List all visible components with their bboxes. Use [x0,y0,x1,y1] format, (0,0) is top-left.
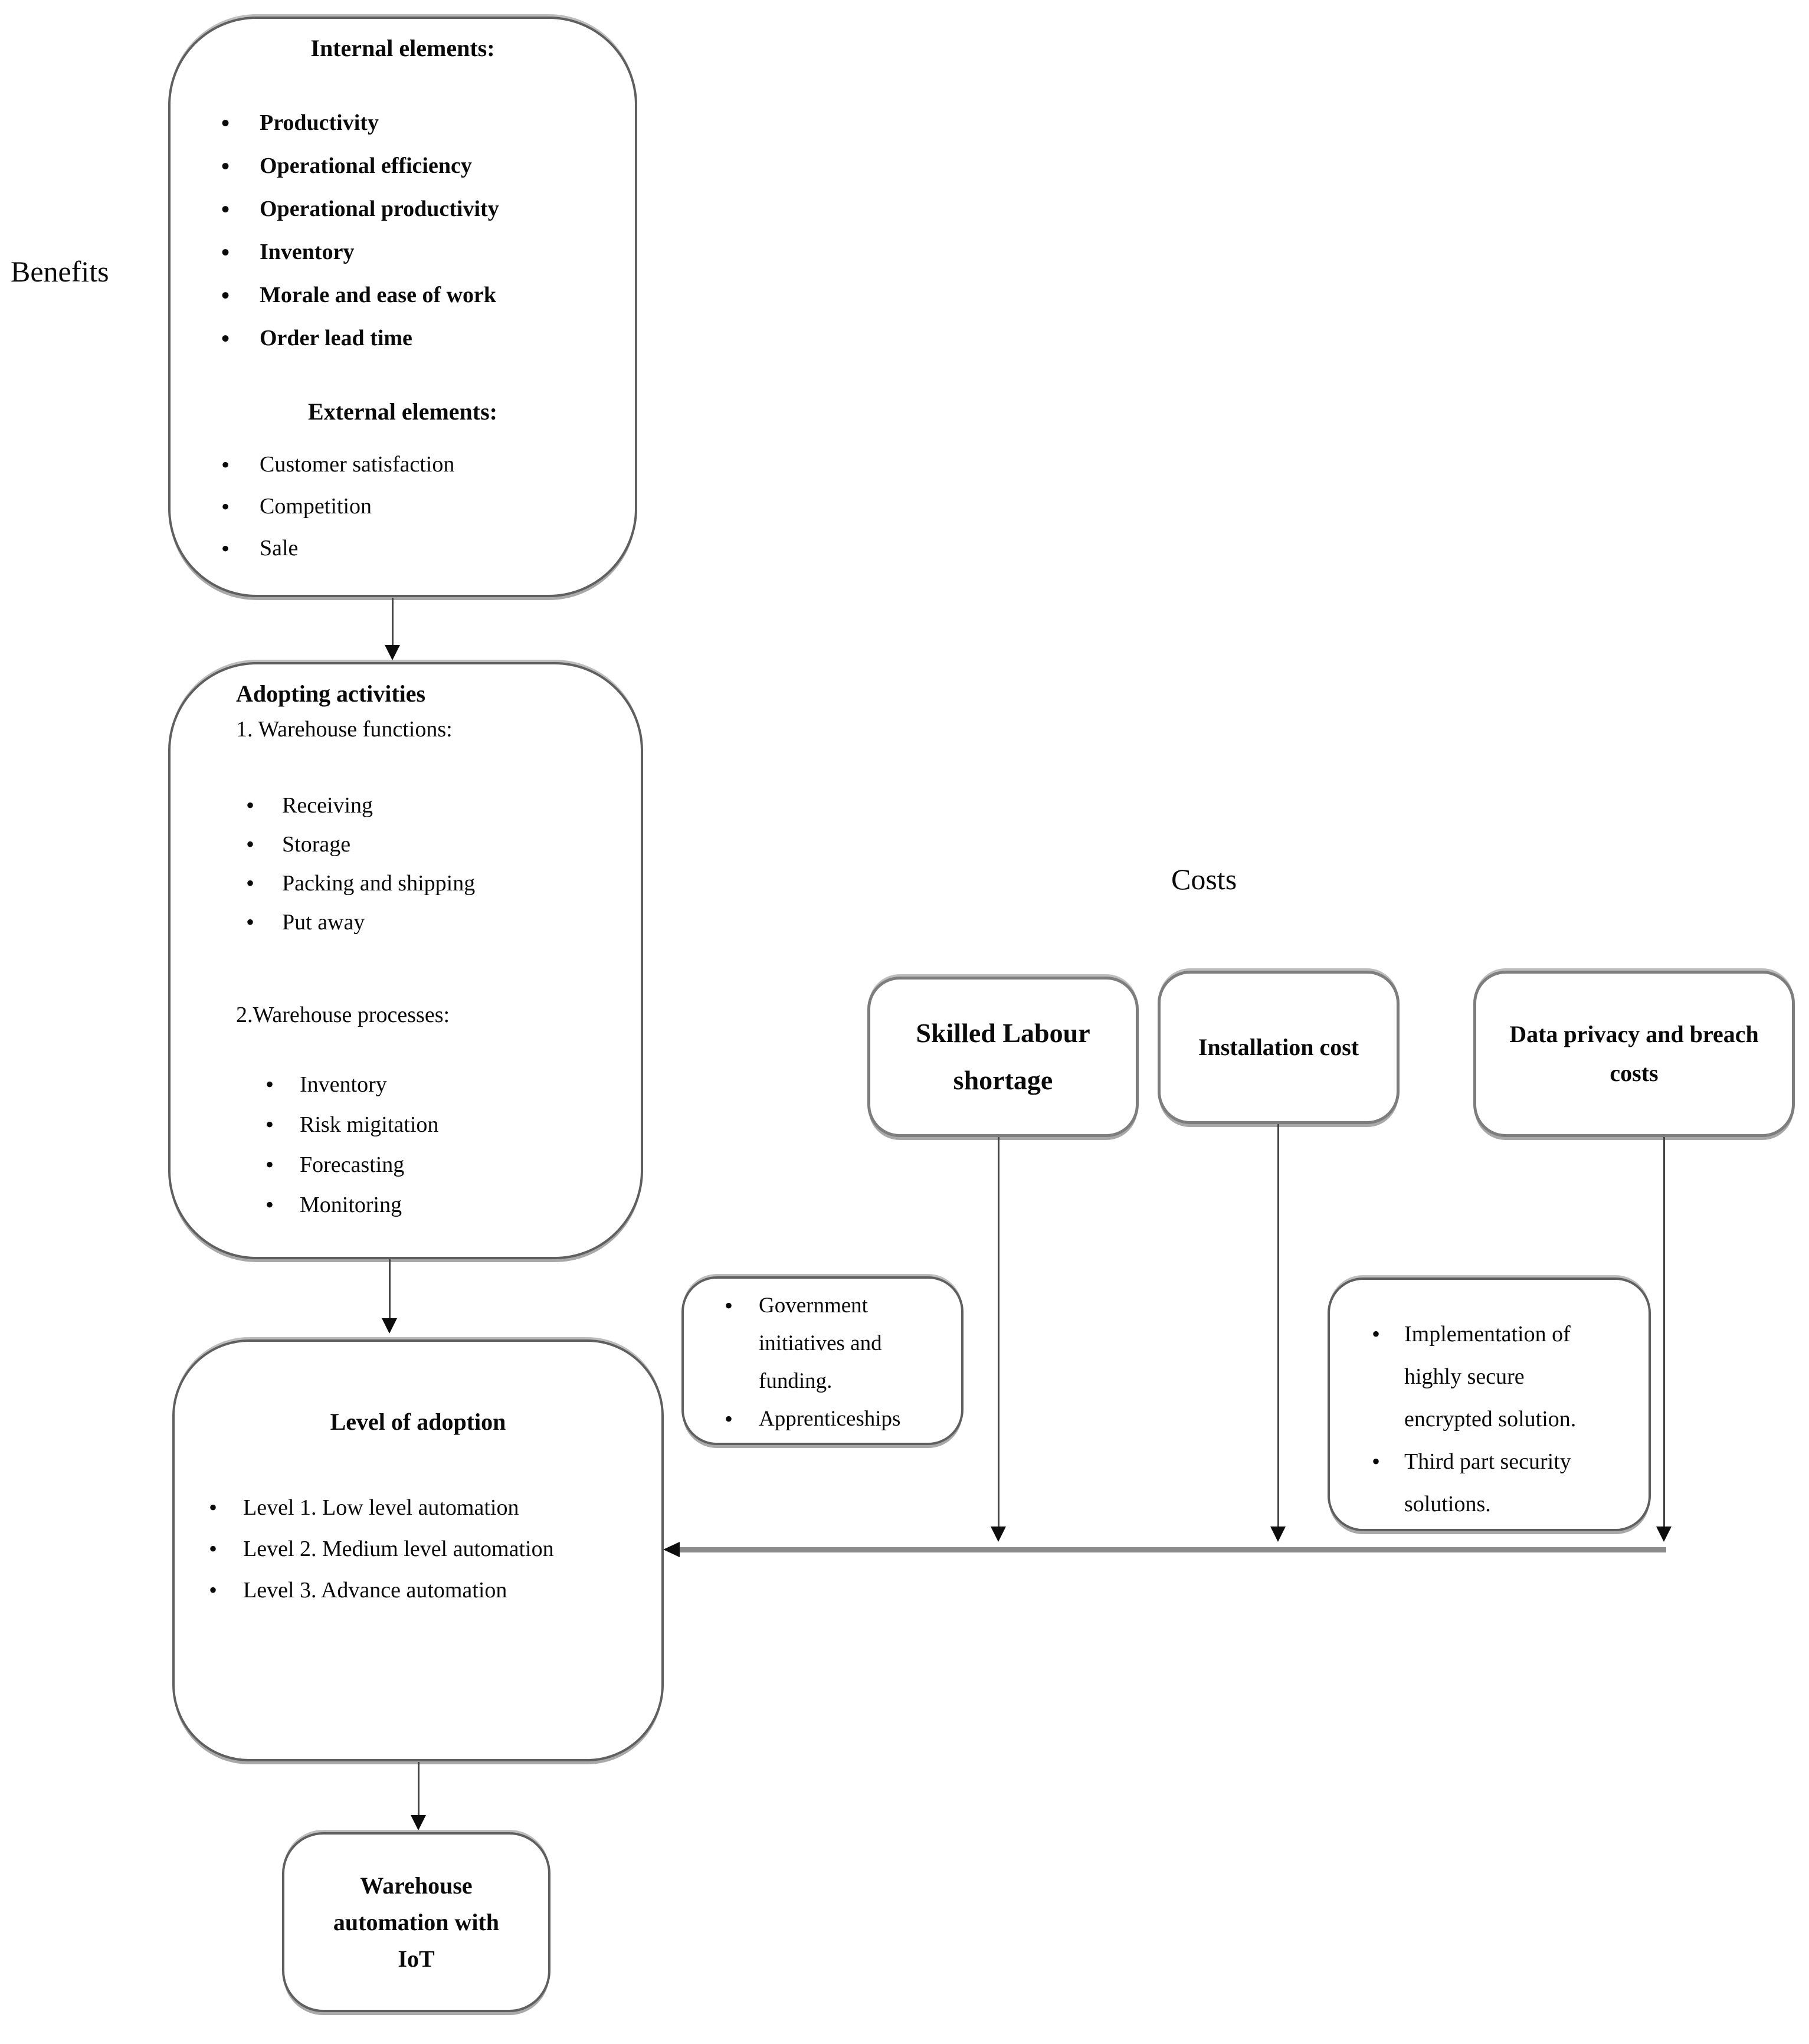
list-item: Storage [246,825,617,864]
list-item: Level 2. Medium level automation [209,1528,573,1570]
list-item: Productivity [221,101,635,145]
external-elements-title: External elements: [307,398,497,425]
list-item: Sale [221,528,635,569]
connector-privacy-to-collector [1663,1137,1665,1528]
list-item: Inventory [221,231,635,274]
list-item: Inventory [266,1064,617,1105]
connector-benefits-to-adopting [392,598,394,646]
list-item: Customer satisfaction [221,444,635,486]
list-item: Receiving [246,786,617,825]
installation-cost-box: Installation cost [1158,971,1400,1124]
list-item: Level 1. Low level automation [209,1487,573,1528]
connector-skilled-to-collector [998,1137,999,1528]
list-item: Order lead time [221,317,635,360]
down-arrowhead-icon [1656,1527,1672,1542]
list-item: Operational productivity [221,188,635,231]
list-item: Risk migitation [266,1105,617,1145]
warehouse-processes-list: Inventory Risk migitation Forecasting Mo… [236,1064,617,1225]
list-item: Monitoring [266,1185,617,1225]
warehouse-automation-iot-title: Warehouse automation with IoT [333,1872,500,1972]
left-arrowhead-icon [663,1542,680,1557]
list-item: Competition [221,486,635,528]
internal-elements-list: Productivity Operational efficiency Oper… [171,101,635,360]
down-arrowhead-icon [411,1815,426,1830]
adoption-levels-list: Level 1. Low level automation Level 2. M… [175,1487,573,1611]
list-item: Packing and shipping [246,864,617,903]
warehouse-functions-list: Receiving Storage Packing and shipping P… [236,786,617,942]
costs-label: Costs [1171,863,1237,896]
internal-elements-title: Internal elements: [310,35,495,61]
installation-cost-label: Installation cost [1198,1034,1359,1060]
adopting-activities-title: Adopting activities [236,680,426,707]
external-elements-list: Customer satisfaction Competition Sale [171,444,635,569]
connector-installation-to-collector [1277,1124,1279,1528]
down-arrowhead-icon [1270,1527,1286,1542]
list-item: Implementation of highly secure encrypte… [1372,1313,1614,1440]
data-privacy-breach-costs-box: Data privacy and breach costs [1473,971,1795,1137]
level-of-adoption-box: Level of adoption Level 1. Low level aut… [172,1339,664,1761]
warehouse-functions-heading: 1. Warehouse functions: [236,717,453,742]
down-arrowhead-icon [385,645,400,660]
list-item: Level 3. Advance automation [209,1570,573,1611]
list-item: Forecasting [266,1145,617,1185]
list-item: Operational efficiency [221,145,635,188]
adopting-activities-box: Adopting activities 1. Warehouse functio… [168,662,643,1259]
list-item: Third part security solutions. [1372,1440,1614,1525]
down-arrowhead-icon [382,1318,397,1334]
warehouse-processes-heading: 2.Warehouse processes: [236,1003,450,1027]
connector-adopting-to-level [389,1259,391,1319]
benefits-elements-box: Internal elements: Productivity Operatio… [168,17,637,597]
privacy-solutions-list: Implementation of highly secure encrypte… [1330,1313,1649,1525]
data-privacy-breach-costs-label: Data privacy and breach costs [1509,1021,1759,1086]
labour-solutions-list: Government initiatives and funding. Appr… [684,1287,961,1438]
warehouse-automation-iot-box: Warehouse automation with IoT [282,1832,550,2012]
list-item: Morale and ease of work [221,274,635,317]
level-of-adoption-title: Level of adoption [330,1408,506,1435]
down-arrowhead-icon [991,1527,1006,1542]
list-item: Government initiatives and funding. [725,1287,913,1400]
skilled-labour-shortage-box: Skilled Labour shortage [867,977,1139,1137]
collector-line-costs-to-level [679,1547,1666,1552]
benefits-label: Benefits [11,255,109,288]
connector-level-to-iot [418,1762,420,1816]
list-item: Apprenticeships [725,1400,913,1438]
skilled-labour-shortage-label: Skilled Labour shortage [916,1018,1090,1095]
labour-solutions-box: Government initiatives and funding. Appr… [681,1276,964,1445]
list-item: Put away [246,903,617,942]
privacy-solutions-box: Implementation of highly secure encrypte… [1328,1278,1651,1531]
